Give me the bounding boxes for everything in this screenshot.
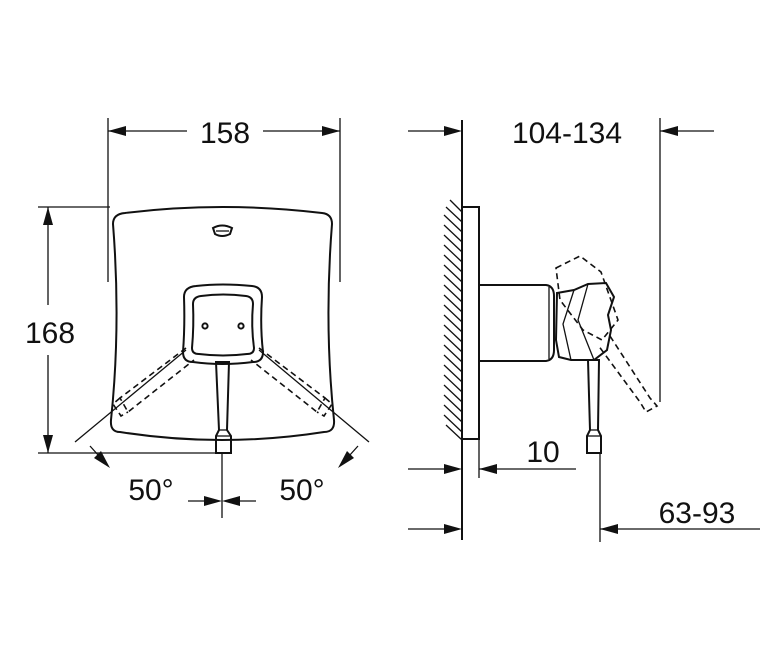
side-view: 104-134 10 63-93	[408, 117, 760, 542]
handle-rosette-inner	[190, 293, 256, 357]
wall-hatching	[443, 199, 463, 441]
handle-rosette-outer	[181, 283, 265, 365]
front-view: 158 168 50° 50°	[25, 117, 370, 518]
angle-left-label: 50°	[128, 474, 173, 507]
side-lever	[586, 359, 602, 454]
front-lever	[214, 361, 232, 454]
side-lever-rotated	[555, 255, 619, 342]
dim-height-label: 168	[25, 317, 75, 350]
dim-width-label: 158	[200, 117, 250, 150]
lever-rotated-left	[118, 347, 195, 414]
lever-rotated-right	[250, 347, 327, 414]
dim-lever-offset-label: 63-93	[659, 497, 736, 530]
side-cover-plate	[461, 206, 480, 440]
front-cover-plate	[109, 206, 336, 441]
angle-right-label: 50°	[279, 474, 324, 507]
dim-plate-offset-label: 10	[526, 436, 559, 469]
front-indicator-mark	[211, 224, 234, 237]
dim-depth-label: 104-134	[512, 117, 622, 150]
side-body	[479, 284, 555, 362]
